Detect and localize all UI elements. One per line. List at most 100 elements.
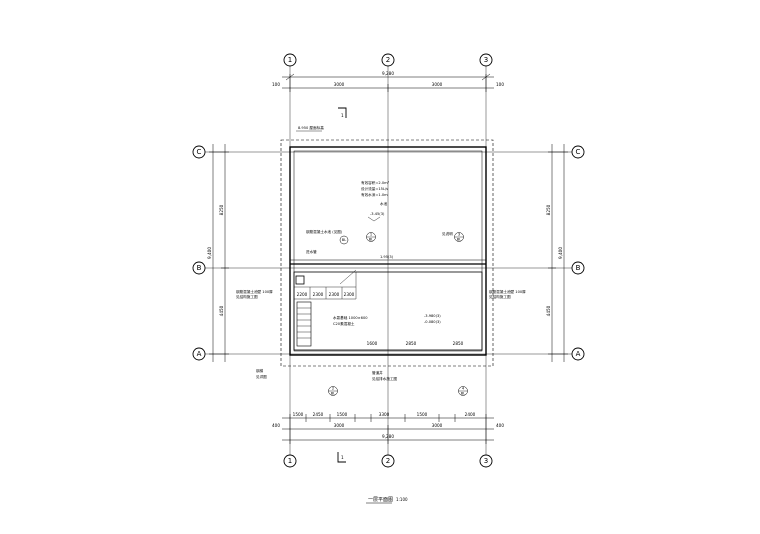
pipe-shaft [295, 275, 305, 285]
svg-text:2200: 2200 [297, 292, 308, 297]
detail-mark-3: 3 BL 见说明 [442, 231, 464, 242]
equipment-notes: 水泵基础 1000×600 C20素混凝土 管道井 见给排水施工图 [333, 315, 398, 381]
svg-text:3: 3 [484, 457, 488, 465]
svg-text:A: A [197, 350, 202, 358]
elevation-floor: -3.980(3) [424, 314, 441, 318]
steel-stair [295, 275, 312, 347]
axis-bubble-b-left: B [192, 261, 206, 275]
svg-text:见说明: 见说明 [442, 231, 453, 236]
svg-text:水泵基础 1000×600: 水泵基础 1000×600 [333, 315, 368, 320]
dim-left-lower: 4450 [219, 305, 224, 316]
elevation-partition: 1.95(3) [380, 255, 394, 259]
svg-text:见给排水施工图: 见给排水施工图 [372, 376, 398, 381]
svg-text:B: B [197, 264, 202, 272]
edge-notes: 钢筋混凝土水池 (见图) 进水管 1.95(3) -3.980(3) -0.08… [306, 229, 441, 324]
svg-text:2300: 2300 [344, 292, 355, 297]
svg-text:BL: BL [331, 392, 335, 396]
axis-bubble-3-top: 3 [479, 53, 493, 67]
dim-left-upper: 8250 [219, 204, 224, 215]
svg-text:2: 2 [332, 387, 334, 391]
dim-bottom-seg-1: 1500 [293, 412, 304, 417]
grid-axes [205, 66, 572, 455]
dim-bottom-right: 3000 [432, 423, 443, 428]
svg-text:BL: BL [369, 238, 373, 242]
svg-text:有效容积=2.0m³: 有效容积=2.0m³ [361, 180, 390, 185]
right-notes: 钢筋混凝土池壁 100厚 见结构施工图 [489, 289, 526, 299]
svg-text:2850: 2850 [453, 341, 464, 346]
elevation-datum: -0.080(3) [424, 320, 441, 324]
svg-text:2300: 2300 [313, 292, 324, 297]
dim-bottom-seg-2: 2450 [313, 412, 324, 417]
section-mark-top: 1 [338, 107, 347, 118]
top-dimension-chain: 9,280 3000 3000 100 100 [272, 71, 504, 92]
dim-left-overall: 9,400 [207, 247, 212, 259]
svg-text:3: 3 [484, 56, 488, 64]
svg-text:设计流量=15L/s: 设计流量=15L/s [361, 186, 388, 191]
svg-text:BL: BL [461, 392, 465, 396]
axis-bubble-b-right: B [571, 261, 585, 275]
svg-text:钢筋混凝土池壁 100厚: 钢筋混凝土池壁 100厚 [489, 289, 526, 294]
svg-text:见结构施工图: 见结构施工图 [236, 294, 258, 299]
dim-right-lower: 4450 [546, 305, 551, 316]
section-mark-bottom: 1 [337, 452, 346, 463]
dim-bottom-overall: 9,280 [382, 434, 394, 439]
svg-text:2: 2 [386, 56, 390, 64]
svg-text:钢筋混凝土池壁 100厚: 钢筋混凝土池壁 100厚 [236, 289, 273, 294]
axis-bubble-2-bottom: 2 [381, 454, 395, 468]
axis-bubble-1-bottom: 1 [283, 454, 297, 468]
pool-spec-notes: 有效容积=2.0m³ 设计流量=15L/s 有效水深=1.0m 水池 -3.45… [361, 180, 390, 222]
building-outline [280, 139, 494, 367]
svg-text:见结构施工图: 见结构施工图 [489, 294, 511, 299]
svg-text:2850: 2850 [406, 341, 417, 346]
svg-text:1: 1 [370, 233, 372, 237]
dim-bottom-left: 3000 [334, 423, 345, 428]
roof-overhang-outline [280, 139, 494, 367]
dim-bottom-seg-6: 2400 [465, 412, 476, 417]
svg-text:4: 4 [462, 387, 465, 391]
axis-bubble-c-right: C [571, 145, 585, 159]
svg-text:1: 1 [288, 56, 292, 64]
svg-text:水池: 水池 [380, 201, 388, 206]
interior-wall-face [293, 150, 483, 352]
dim-top-edge-right: 100 [496, 82, 504, 87]
svg-text:钢筋混凝土水池 (见图): 钢筋混凝土水池 (见图) [306, 229, 343, 234]
bottom-dimension-chain: 1500 2450 1500 3300 1500 2400 3000 3000 … [272, 412, 504, 444]
axis-bubble-a-right: A [571, 347, 585, 361]
svg-text:见详图: 见详图 [256, 374, 267, 379]
axis-bubble-3-bottom: 3 [479, 454, 493, 468]
axis-bubble-1-top: 1 [283, 53, 297, 67]
svg-text:BL: BL [342, 238, 346, 242]
exterior-wall [289, 146, 487, 356]
dim-bottom-edge-right: 400 [496, 423, 504, 428]
svg-text:C: C [197, 148, 202, 156]
svg-text:2: 2 [386, 457, 390, 465]
svg-text:钢梯: 钢梯 [256, 368, 264, 373]
svg-text:1: 1 [341, 113, 344, 118]
svg-text:C: C [576, 148, 581, 156]
svg-text:C20素混凝土: C20素混凝土 [333, 321, 355, 326]
equipment-room [293, 271, 483, 351]
dim-bottom-seg-3: 1500 [337, 412, 348, 417]
dim-top-right: 3000 [432, 82, 443, 87]
dim-bottom-seg-4: 3300 [379, 412, 390, 417]
detail-mark-2: 2 BL [328, 386, 338, 396]
axis-bubble-2-top: 2 [381, 53, 395, 67]
svg-text:管道井: 管道井 [372, 370, 383, 375]
elevation-pool: -3.45(3) [370, 212, 385, 216]
svg-text:B: B [576, 264, 581, 272]
drawing-title-block: 一层平面图 1:100 [366, 497, 408, 504]
dim-top-edge-left: 100 [272, 82, 280, 87]
roof-note: 8.950 屋面标高 [296, 125, 324, 132]
right-dimension-chain: 9,400 8250 4450 [546, 144, 568, 362]
svg-text:1: 1 [341, 455, 344, 460]
detail-mark-4: 4 BL [458, 386, 468, 396]
dim-top-left: 3000 [334, 82, 345, 87]
dim-right-upper: 8250 [546, 204, 551, 215]
left-dimension-chain: 9,400 8250 4450 [207, 144, 229, 362]
dim-bottom-edge-left: 400 [272, 423, 280, 428]
interior-dimensions: 2200 2300 2300 2300 1600 2850 2850 [297, 292, 464, 346]
svg-text:A: A [576, 350, 581, 358]
dim-right-overall: 9,400 [558, 247, 563, 259]
dim-top-overall: 9,280 [382, 71, 394, 76]
